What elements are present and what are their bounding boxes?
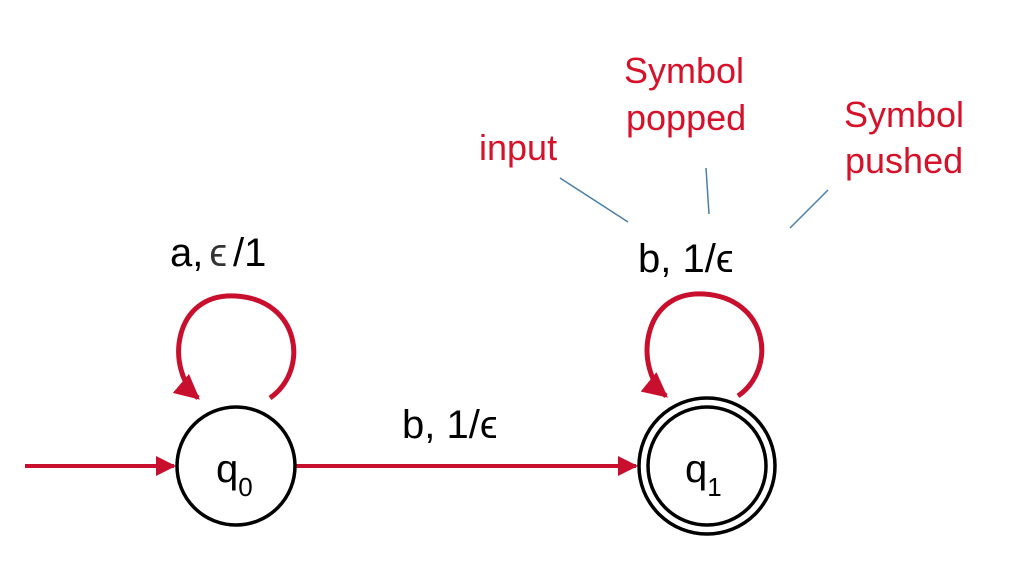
state-q1-label: q	[685, 447, 707, 491]
loop-q0-popped: ϵ	[209, 231, 227, 275]
self-loop-q1	[640, 291, 765, 399]
annotation-pushed-line2: pushed	[845, 140, 963, 181]
annotation-line-popped	[705, 167, 710, 215]
annotation-line-pushed	[789, 189, 829, 229]
annotation-popped-line1: Symbol	[624, 50, 744, 91]
loop-q1-label: b, 1/ϵ	[638, 237, 734, 281]
annotation-input: input	[479, 127, 557, 168]
loop-q0-pushed: /1	[233, 231, 266, 275]
state-q1[interactable]: q1	[637, 396, 777, 536]
svg-text:q1: q1	[685, 447, 722, 502]
state-q0[interactable]: q0	[175, 405, 297, 527]
svg-text:q0: q0	[216, 447, 253, 502]
annotation-line-input	[559, 177, 629, 223]
accepting-ring	[646, 405, 768, 527]
loop-q0-label: a,ϵ/1	[170, 231, 266, 275]
state-q0-label: q	[216, 447, 238, 491]
self-loop-q0	[172, 293, 297, 401]
annotation-pushed-line1: Symbol	[844, 94, 964, 135]
state-q0-subscript: 0	[238, 472, 252, 502]
state-q1-subscript: 1	[707, 472, 721, 502]
annotation-popped-line2: popped	[626, 97, 746, 138]
loop-q0-input: a,	[170, 231, 203, 275]
edge-q0-q1-label: b, 1/ϵ	[402, 403, 498, 447]
